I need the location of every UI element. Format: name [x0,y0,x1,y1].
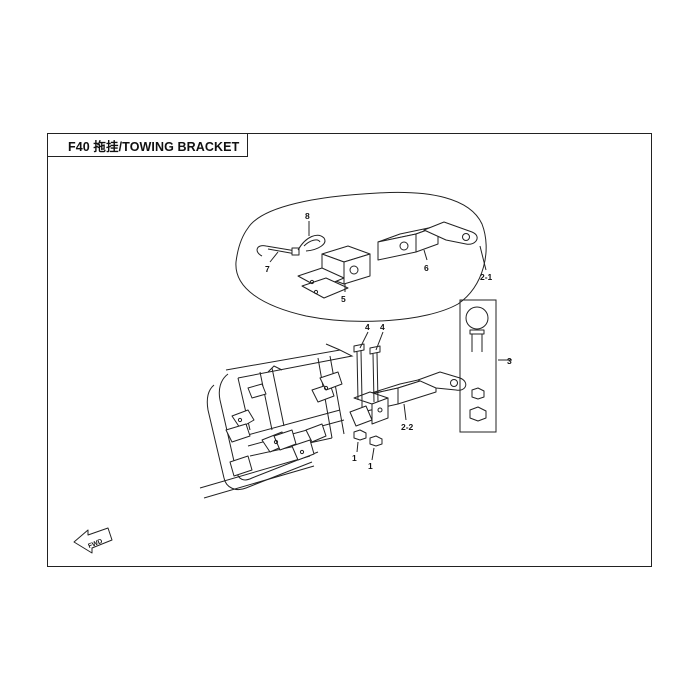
bolt-left [353,343,365,401]
hitch-ball-assembly [459,299,497,433]
inset-outline [235,191,487,322]
callout-8: 8 [305,211,310,221]
callout-4a: 4 [365,322,370,332]
nut-left [353,429,367,441]
callout-1b: 1 [368,461,373,471]
callout-6: 6 [424,263,429,273]
hitch-pin [256,245,300,257]
drawbar [377,221,478,261]
towing-bracket-tube [349,371,467,427]
callout-4b: 4 [380,322,385,332]
diagram-frame [47,133,652,567]
retaining-clip [297,234,326,252]
receiver-bracket [297,245,371,299]
diagram-title: F40 拖挂/TOWING BRACKET [68,139,240,154]
callout-7: 7 [265,264,270,274]
vehicle-frame [199,343,354,499]
callout-1a: 1 [352,453,357,463]
bolt-right [369,345,381,403]
callout-3: 3 [507,356,512,366]
callout-5: 5 [341,294,346,304]
nut-right [369,435,383,447]
callout-2-2: 2-2 [401,422,414,432]
forward-arrow-icon: FWD [73,527,113,554]
title-box: F40 拖挂/TOWING BRACKET [47,133,248,157]
callout-2-1: 2-1 [480,272,493,282]
leader-lines [269,221,512,461]
